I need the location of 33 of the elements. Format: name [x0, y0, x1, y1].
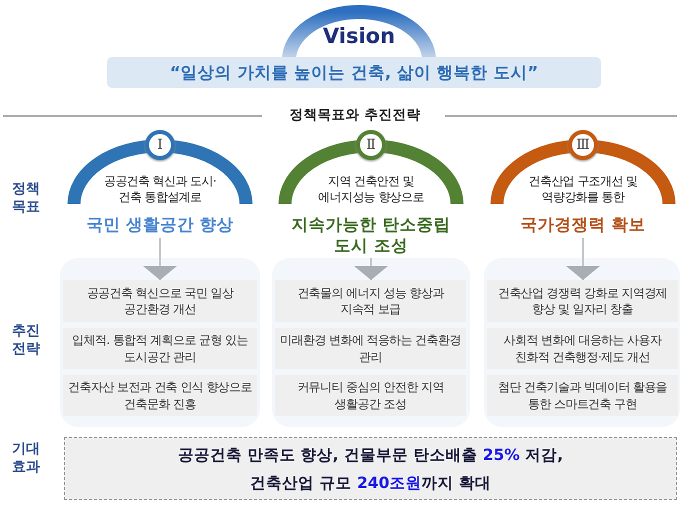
vision-title: Vision — [322, 24, 396, 48]
numeral-circle: Ⅲ — [568, 130, 598, 160]
chevron-arrow — [143, 238, 177, 280]
strategy-text: 건축물의 에너지 성능 향상과 지속적 보급 — [296, 284, 446, 318]
row-label: 정책 목표 — [11, 180, 42, 216]
strategy-text: 미래환경 변화에 적응하는 건축환경 관리 — [279, 332, 462, 365]
strategy-box — [63, 280, 257, 322]
strategy-text: 건축자산 보전과 건축 인식 향상으로 건축문화 진흥 — [67, 379, 253, 412]
goal-title: 국민 생활공간 향상 — [85, 214, 235, 236]
strategy-text: 사회적 변화에 대응하는 사용자 친화적 건축행정·제도 개선 — [502, 332, 663, 365]
vision-arch — [281, 4, 437, 60]
goal-title: 지속가능한 탄소중립 도시 조성 — [290, 214, 452, 257]
strategy-text: 커뮤니티 중심의 안전한 지역 생활공간 조성 — [296, 379, 445, 412]
numeral-circle: Ⅰ — [145, 130, 175, 160]
strategy-text: 공공건축 혁신으로 국민 일상 공간환경 개선 — [86, 284, 235, 318]
goal-description: 공공건축 혁신과 도시·건축 통합설계로 — [102, 174, 218, 206]
row-label: 추진 전략 — [11, 322, 42, 358]
strategy-box — [275, 280, 466, 322]
strategy-box — [487, 280, 678, 322]
effect-text: 공공건축 만족도 향상, 건물부문 탄소배출 25% 저감, — [176, 444, 564, 466]
goal-title: 국가경쟁력 확보 — [520, 214, 646, 236]
goal-description: 건축산업 구조개선 및 역량강화를 통한 — [527, 174, 639, 206]
effect-box — [64, 437, 677, 500]
vision-statement: “일상의 가치를 높이는 건축, 삶이 행복한 도시” — [107, 57, 601, 88]
chevron-arrow — [354, 258, 388, 280]
chevron-arrow — [566, 238, 600, 280]
numeral-circle: Ⅱ — [356, 130, 386, 160]
row-label: 기대 효과 — [11, 440, 42, 476]
strategy-text: 입체적. 통합적 계획으로 균형 있는 도시공간 관리 — [71, 332, 249, 365]
effect-text: 건축산업 규모 240조원까지 확대 — [249, 472, 492, 494]
strategy-text: 건축산업 경쟁력 강화로 지역경제 향상 및 일자리 창출 — [496, 284, 668, 318]
goal-description: 지역 건축안전 및 에너지성능 향상으로 — [317, 174, 425, 206]
strategy-text: 첨단 건축기술과 빅데이터 활용을 통한 스마트건축 구현 — [496, 379, 668, 412]
